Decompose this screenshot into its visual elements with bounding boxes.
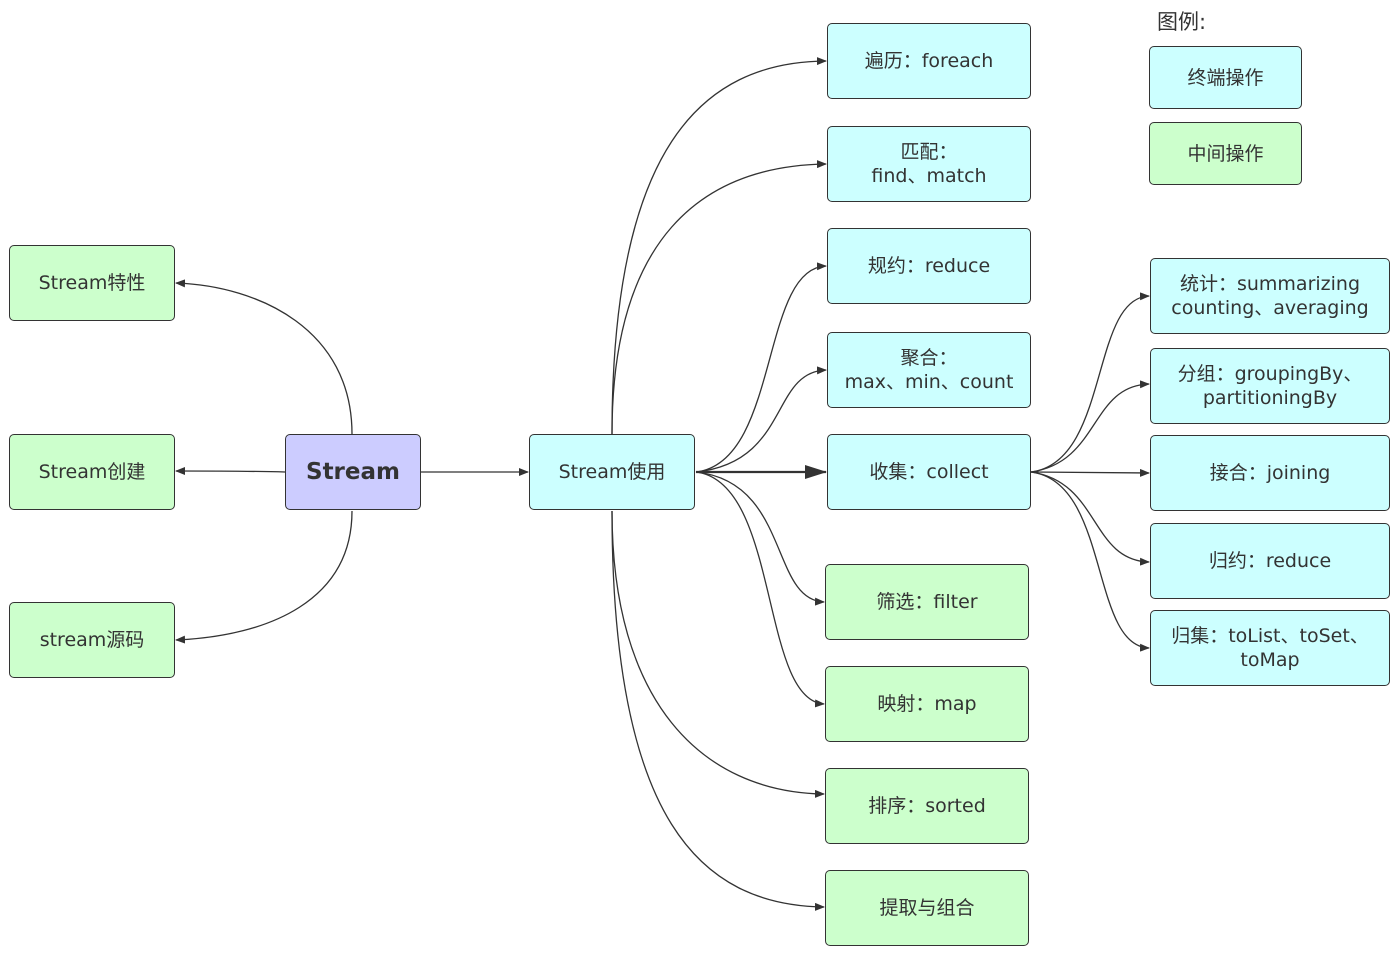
node-stream-root: Stream — [285, 434, 421, 510]
node-stream-usage: Stream使用 — [529, 434, 695, 510]
edge-collect-group — [1030, 380, 1150, 473]
node-joining-label: 接合：joining — [1209, 462, 1331, 484]
legend-terminal: 终端操作 — [1149, 46, 1302, 109]
node-match: 匹配： find、match — [827, 126, 1031, 202]
node-reduce: 规约：reduce — [827, 228, 1031, 304]
node-grouping-line2: partitioningBy — [1202, 387, 1338, 409]
edge-usage-filter — [695, 471, 825, 606]
node-summarizing-line1: 统计：summarizing — [1179, 273, 1361, 295]
node-stream-source-label: stream源码 — [39, 629, 145, 651]
edge-collect-joining — [1030, 468, 1150, 477]
node-aggregate-line2: max、min、count — [844, 371, 1014, 393]
edge-usage-sorted — [611, 510, 825, 798]
node-stream-source: stream源码 — [9, 602, 175, 678]
legend-title: 图例: — [1157, 10, 1207, 34]
node-stream-features-label: Stream特性 — [38, 272, 146, 294]
node-aggregate: 聚合： max、min、count — [827, 332, 1031, 408]
node-aggregate-line1: 聚合： — [900, 347, 958, 369]
node-collect: 收集：collect — [827, 434, 1031, 510]
node-summarizing-line2: counting、averaging — [1171, 297, 1369, 319]
node-stream-create: Stream创建 — [9, 434, 175, 510]
node-stream-usage-label: Stream使用 — [558, 461, 666, 483]
node-joining: 接合：joining — [1150, 435, 1390, 511]
edge-usage-reduce — [695, 262, 827, 473]
edge-usage-match — [611, 160, 827, 435]
legend-intermediate: 中间操作 — [1149, 122, 1302, 185]
edge-collect-tolist — [1030, 471, 1150, 652]
node-summarizing: 统计：summarizing counting、averaging — [1150, 258, 1390, 334]
edge-collect-stat — [1030, 292, 1150, 473]
node-reduce2: 归约：reduce — [1150, 523, 1390, 599]
edge-collect-reduce2 — [1030, 471, 1150, 566]
node-match-line2: find、match — [871, 165, 987, 187]
legend-terminal-label: 终端操作 — [1187, 66, 1264, 89]
node-grouping-line1: 分组：groupingBy、 — [1177, 363, 1363, 385]
node-collect-label: 收集：collect — [869, 461, 989, 483]
node-tolist-line2: toMap — [1240, 649, 1300, 671]
node-filter: 筛选：filter — [825, 564, 1029, 640]
edge-root-create — [175, 467, 286, 476]
node-map: 映射：map — [825, 666, 1029, 742]
node-tolist: 归集：toList、toSet、 toMap — [1150, 610, 1390, 686]
legend-intermediate-label: 中间操作 — [1187, 142, 1264, 165]
node-foreach: 遍历：foreach — [827, 23, 1031, 99]
edge-root-features — [175, 279, 353, 435]
edge-usage-map — [695, 471, 825, 708]
edge-usage-extract — [611, 510, 825, 911]
node-sorted-label: 排序：sorted — [868, 795, 986, 817]
edge-usage-agg — [695, 366, 827, 473]
node-stream-features: Stream特性 — [9, 245, 175, 321]
node-reduce-label: 规约：reduce — [867, 255, 991, 277]
node-tolist-line1: 归集：toList、toSet、 — [1171, 625, 1369, 647]
node-sorted: 排序：sorted — [825, 768, 1029, 844]
node-extract: 提取与组合 — [825, 870, 1029, 946]
node-grouping: 分组：groupingBy、 partitioningBy — [1150, 348, 1390, 424]
node-match-line1: 匹配： — [900, 141, 958, 163]
node-stream-create-label: Stream创建 — [38, 461, 146, 483]
node-stream-root-label: Stream — [306, 459, 400, 485]
node-foreach-label: 遍历：foreach — [864, 50, 994, 72]
node-extract-label: 提取与组合 — [879, 897, 975, 919]
edge-usage-foreach — [611, 57, 827, 435]
edge-root-source — [175, 510, 353, 644]
node-filter-label: 筛选：filter — [876, 591, 978, 613]
node-reduce2-label: 归约：reduce — [1208, 550, 1332, 572]
node-map-label: 映射：map — [877, 693, 977, 715]
